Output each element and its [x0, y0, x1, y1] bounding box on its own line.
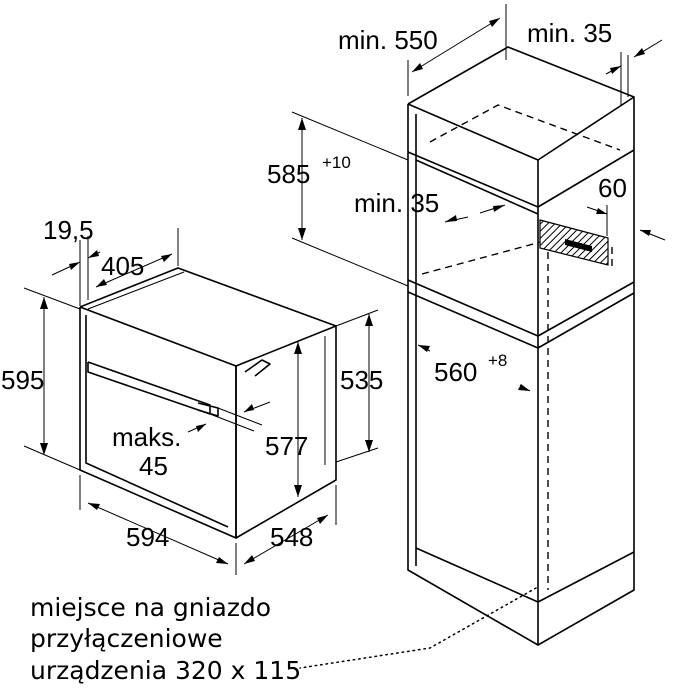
- label-585-tolerance: +10: [322, 153, 351, 172]
- dimension-labels: min. 550 min. 35 585 +10 min. 35 60 19,5…: [1, 18, 627, 552]
- label-577: 577: [265, 431, 308, 461]
- label-548: 548: [270, 522, 313, 552]
- label-594: 594: [126, 522, 169, 552]
- note-line-1: miejsce na gniazdo: [30, 593, 271, 622]
- outlet-note: miejsce na gniazdo przyłączeniowe urządz…: [30, 593, 301, 685]
- outlet-position-line: [299, 587, 537, 669]
- label-405: 405: [101, 251, 144, 281]
- label-535: 535: [340, 365, 383, 395]
- cabinet-drawing: [299, 46, 635, 669]
- label-19-5: 19,5: [43, 215, 94, 245]
- note-line-3: urządzenia 320 x 115: [30, 656, 301, 685]
- label-560: 560: [434, 357, 477, 387]
- dimension-lines: [23, 4, 666, 575]
- label-min-550: min. 550: [338, 25, 438, 55]
- label-maks-45: 45: [139, 451, 168, 481]
- label-595: 595: [1, 365, 44, 395]
- label-585: 585: [267, 159, 310, 189]
- label-560-tolerance: +8: [488, 351, 507, 370]
- label-min-35-top: min. 35: [527, 18, 612, 48]
- note-line-2: przyłączeniowe: [30, 624, 223, 653]
- label-min-35-mid: min. 35: [354, 188, 439, 218]
- label-60: 60: [598, 173, 627, 203]
- label-maks: maks.: [112, 422, 181, 452]
